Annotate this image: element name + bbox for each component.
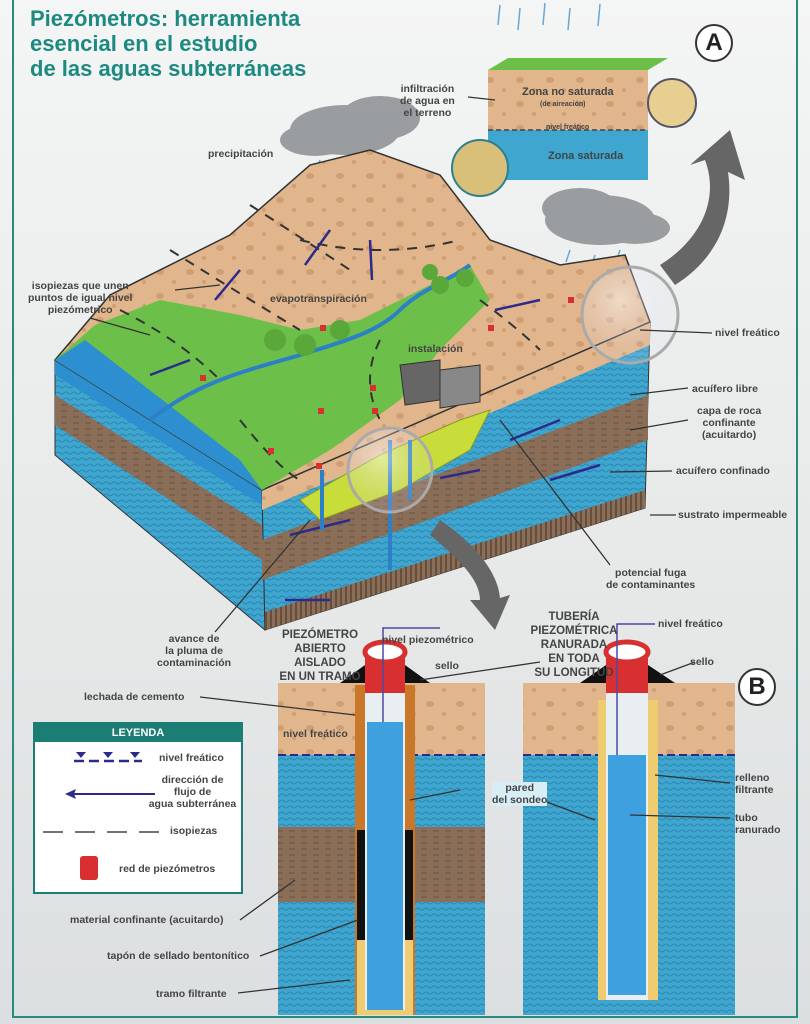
label-borehole-wall: pared del sondeo [492,782,548,806]
magnifier-circle [580,265,680,365]
flow-arrow-icon [65,789,155,799]
label-seal-left: sello [435,660,459,672]
river [148,263,472,422]
text: potencial fuga [615,567,687,579]
installation-icon [399,359,481,409]
text: de contaminantes [606,579,696,591]
section-b-right-title: TUBERÍA PIEZOMÉTRICA RANURADA EN TODA SU… [522,610,626,680]
label-inset-water-table: nivel freático [546,124,590,131]
panel-label-a: A [695,24,733,62]
legend-item-flow: dirección de flujo de agua subterránea [35,772,241,812]
text: PIEZÓMETRO [281,629,359,641]
text: capa de roca [697,405,762,417]
title-line: esencial en el estudio [30,31,258,56]
legend-item-isopiezas: isopiezas [35,822,241,840]
text: isopiezas que unen [31,280,129,292]
cloud-icon [280,96,420,156]
text: tubo [735,812,758,824]
label-isopiezas: isopiezas que unen puntos de igual nivel… [28,280,132,316]
piezometer-icon [200,297,574,469]
label-bentonite-plug: tapón de sellado bentonítico [107,950,250,962]
label-slotted-tube: tubo ranurado [735,812,781,836]
title-line: de las aguas subterráneas [30,56,307,81]
text: dirección de [161,774,224,786]
label-unsaturated-sub: (de aireación) [540,101,586,108]
arrow-to-section-b [430,520,510,630]
label-saturated-zone: Zona saturada [548,150,624,162]
text: infiltración [400,83,455,95]
label-unsaturated-zone: Zona no saturada [522,86,614,98]
text: piezómetrico [47,304,113,316]
tree-icon [264,264,474,356]
label-confining-layer: capa de roca confinante (acuitardo) [697,405,761,441]
text: contaminación [157,657,232,669]
text: EN UN TRAMO [279,671,361,683]
text: TUBERÍA [548,611,600,623]
text: PIEZOMÉTRICA [530,625,618,637]
legend-label: nivel freático [159,752,224,764]
label-confined-aquifer: acuífero confinado [676,465,770,477]
arrow-to-inset-a [660,130,745,285]
label-evapotranspiration: evapotranspiración [270,293,367,305]
dashed-line-icon [43,831,161,833]
label-unconfined-aquifer: acuífero libre [692,383,758,395]
cloud-icon [542,188,670,245]
text: RANURADA [540,639,608,651]
legend-item-water-table: nivel freático [35,746,241,768]
label-installation: instalación [408,343,463,355]
text: el terreno [403,107,452,119]
magnifier-circle [346,426,434,514]
water-table-symbol-icon [74,752,142,763]
text: ABIERTO [294,643,346,655]
legend-label: isopiezas [170,825,218,837]
legend-label: red de piezómetros [119,863,216,875]
label-filter-pack: relleno filtrante [735,772,774,796]
label-contaminant-leak: potencial fuga de contaminantes [606,567,695,591]
red-cylinder-icon [80,856,98,880]
label-water-table-right-top: nivel freático [658,618,723,630]
label-confining-material: material confinante (acuitardo) [70,914,224,926]
section-b-left-piezometer [278,627,485,1015]
text: la pluma de [165,645,223,657]
text: agua subterránea [148,798,237,810]
text: relleno [735,772,770,784]
label-infiltration: infiltración de agua en el terreno [400,83,455,119]
text: confinante [702,417,756,429]
label-water-table: nivel freático [715,327,780,339]
text: EN TODA [548,653,600,665]
text: (acuitardo) [701,429,757,441]
legend-label: dirección de flujo de agua subterránea [145,774,240,810]
inset-a-soil-profile [451,58,697,197]
text: pared [505,782,535,794]
title-line: Piezómetros: herramienta [30,6,301,31]
page-title: Piezómetros: herramienta esencial en el … [30,6,306,81]
text: del sondeo [492,794,548,806]
section-b-left-title: PIEZÓMETRO ABIERTO AISLADO EN UN TRAMO [270,628,370,684]
label-cement-grout: lechada de cemento [84,691,185,703]
grass-area [55,265,490,490]
label-seal-right: sello [690,656,714,668]
label-piezometric-level: nivel piezométrico [382,634,474,646]
text: filtrante [735,784,774,796]
section-b-right-piezometer [523,623,735,1015]
text: SU LONGITUD [534,667,614,679]
border-frame [12,0,798,1018]
label-filter-section: tramo filtrante [156,988,227,1000]
label-plume-advance: avance de la pluma de contaminación [157,633,231,669]
label-impermeable-substrate: sustrato impermeable [678,509,788,521]
text: avance de [168,633,220,645]
text: puntos de igual nivel [28,292,133,304]
text: flujo de [173,786,212,798]
legend: LEYENDA nivel freático dirección de fluj… [33,722,243,894]
panel-label-b: B [738,668,776,706]
legend-item-piezometers: red de piezómetros [35,856,241,880]
text: AISLADO [294,657,346,669]
label-water-table-left: nivel freático [283,728,348,740]
text: ranurado [735,824,781,836]
text: de agua en [400,95,455,107]
legend-title: LEYENDA [35,724,241,742]
label-precipitation: precipitación [208,148,274,160]
